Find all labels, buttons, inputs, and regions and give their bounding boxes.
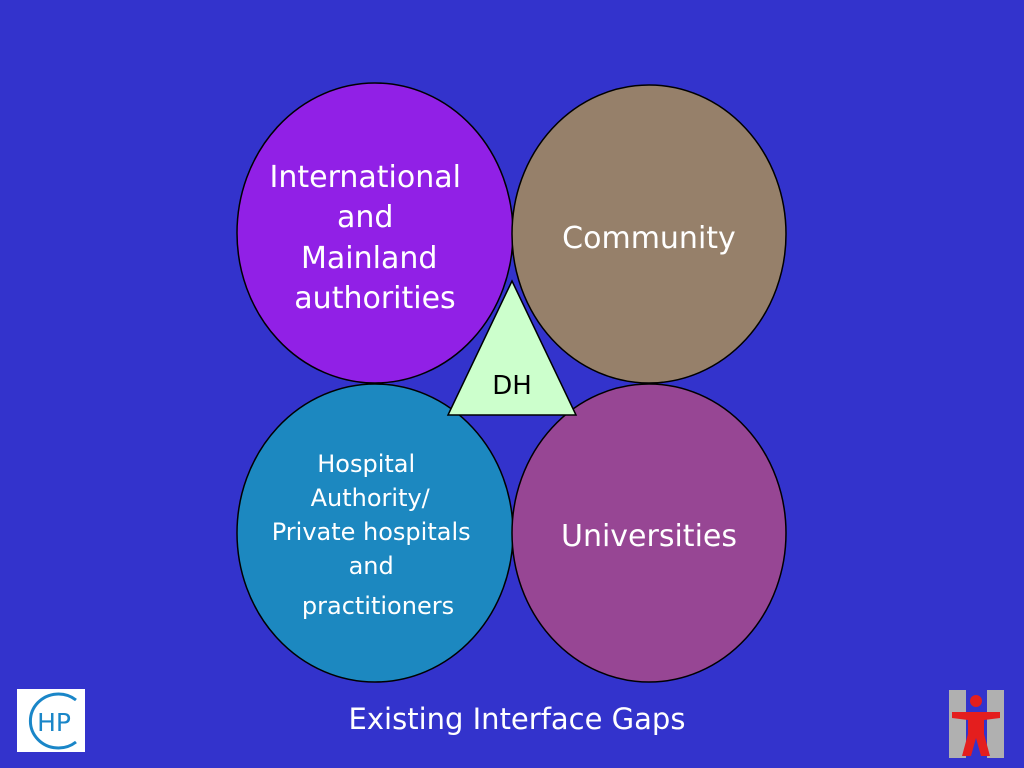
international-label: International and Mainland authorities [269,160,470,316]
hospital-label-line: Authority/ [311,484,431,512]
community-circle [511,84,787,384]
hospital-label-line: Private hospitals [272,518,471,546]
slide-title: Existing Interface Gaps [349,702,686,736]
hospital-label-line: practitioners [302,592,454,620]
dh-label: DH [492,371,532,401]
international-label-line: and [337,200,393,235]
chp-logo-icon: HP [17,689,85,752]
dh-logo-right-bar [987,690,1004,758]
hospital-label-line: Hospital [317,450,415,478]
node-universities [511,383,787,683]
dh-logo-figure-body [952,712,1000,756]
dh-triangle [446,279,578,416]
dh-logo-figure-head [970,695,982,707]
universities-label: Universities [561,519,737,554]
node-community [511,84,787,384]
universities-circle [511,383,787,683]
chp-logo-text: HP [37,708,71,737]
hospital-label-line: and [349,552,394,580]
international-label-line: authorities [294,281,455,316]
international-label-line: International [269,160,460,195]
international-label-line: Mainland [301,241,437,276]
community-label: Community [562,221,736,256]
hospital-label: Hospital Authority/ Private hospitals an… [272,450,479,620]
dh-logo-left-bar [949,690,966,758]
department-of-health-logo-icon [949,690,1004,758]
node-dh: DH [446,279,578,416]
chp-logo-c-shape [28,692,77,750]
